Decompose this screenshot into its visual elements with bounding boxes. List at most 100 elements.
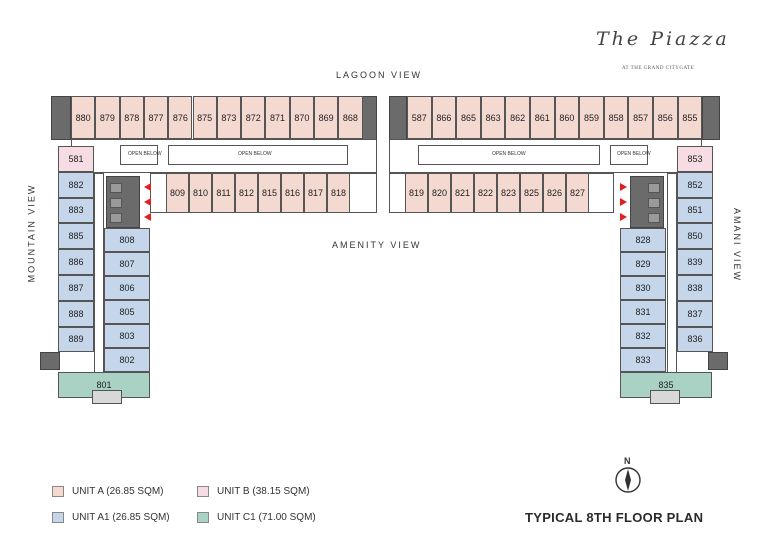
unit-818[interactable]: 818 bbox=[327, 173, 350, 213]
entry-arrow-icon bbox=[144, 213, 151, 221]
corridor bbox=[94, 173, 104, 373]
unit-830[interactable]: 830 bbox=[620, 276, 666, 300]
unit-802[interactable]: 802 bbox=[104, 348, 150, 372]
stair-core bbox=[40, 352, 60, 370]
unit-850[interactable]: 850 bbox=[677, 223, 713, 250]
elevator-car bbox=[110, 213, 122, 223]
unit-809[interactable]: 809 bbox=[166, 173, 189, 213]
unit-823[interactable]: 823 bbox=[497, 173, 520, 213]
unit-829[interactable]: 829 bbox=[620, 252, 666, 276]
unit-838[interactable]: 838 bbox=[677, 275, 713, 301]
unit-871[interactable]: 871 bbox=[265, 96, 290, 139]
unit-882[interactable]: 882 bbox=[58, 171, 94, 198]
unit-880[interactable]: 880 bbox=[71, 96, 96, 139]
unit-825[interactable]: 825 bbox=[520, 173, 543, 213]
unit-860[interactable]: 860 bbox=[554, 96, 580, 139]
unit-831[interactable]: 831 bbox=[620, 300, 666, 324]
unit-803[interactable]: 803 bbox=[104, 324, 150, 348]
stair-core bbox=[389, 96, 407, 140]
amenity-view-label: AMENITY VIEW bbox=[332, 240, 422, 250]
unit-879[interactable]: 879 bbox=[95, 96, 120, 139]
unit-807[interactable]: 807 bbox=[104, 252, 150, 276]
unit-839[interactable]: 839 bbox=[677, 249, 713, 275]
unit-885[interactable]: 885 bbox=[58, 223, 94, 250]
unit-873[interactable]: 873 bbox=[216, 96, 242, 139]
unit-886[interactable]: 886 bbox=[58, 249, 94, 275]
unit-875[interactable]: 875 bbox=[192, 96, 217, 139]
unit-855[interactable]: 855 bbox=[677, 96, 703, 139]
unit-820[interactable]: 820 bbox=[428, 173, 451, 213]
unit-821[interactable]: 821 bbox=[451, 173, 474, 213]
entry-arrow-icon bbox=[620, 213, 627, 221]
unit-837[interactable]: 837 bbox=[677, 300, 713, 327]
unit-887[interactable]: 887 bbox=[58, 275, 94, 301]
unit-865[interactable]: 865 bbox=[456, 96, 481, 139]
corridor bbox=[667, 173, 677, 373]
open-below-label: OPEN BELOW bbox=[492, 151, 526, 157]
unit-808[interactable]: 808 bbox=[104, 228, 150, 252]
open-below-panel bbox=[120, 145, 158, 165]
unit-852[interactable]: 852 bbox=[677, 171, 713, 198]
elevator-car bbox=[648, 213, 660, 223]
compass-n-label: N bbox=[624, 456, 631, 466]
unit-861[interactable]: 861 bbox=[530, 96, 555, 139]
legend-label-unit-b: UNIT B (38.15 SQM) bbox=[217, 486, 310, 497]
unit-817[interactable]: 817 bbox=[304, 173, 327, 213]
stair-landing bbox=[650, 390, 680, 404]
unit-815[interactable]: 815 bbox=[258, 173, 281, 213]
unit-877[interactable]: 877 bbox=[143, 96, 169, 139]
legend-label-unit-c1: UNIT C1 (71.00 SQM) bbox=[217, 512, 316, 523]
unit-806[interactable]: 806 bbox=[104, 276, 150, 300]
unit-862[interactable]: 862 bbox=[505, 96, 530, 139]
unit-883[interactable]: 883 bbox=[58, 197, 94, 224]
unit-872[interactable]: 872 bbox=[241, 96, 266, 139]
open-below-label: OPEN BELOW bbox=[128, 151, 162, 157]
unit-828[interactable]: 828 bbox=[620, 228, 666, 252]
unit-812[interactable]: 812 bbox=[235, 173, 258, 213]
unit-827[interactable]: 827 bbox=[566, 173, 589, 213]
unit-581[interactable]: 581 bbox=[58, 146, 94, 172]
unit-889[interactable]: 889 bbox=[58, 326, 94, 353]
unit-587[interactable]: 587 bbox=[407, 96, 432, 139]
unit-826[interactable]: 826 bbox=[543, 173, 566, 213]
open-below-panel bbox=[168, 145, 348, 165]
unit-853[interactable]: 853 bbox=[677, 146, 713, 172]
unit-833[interactable]: 833 bbox=[620, 348, 666, 372]
entry-arrow-icon bbox=[144, 183, 151, 191]
unit-805[interactable]: 805 bbox=[104, 300, 150, 324]
unit-811[interactable]: 811 bbox=[212, 173, 235, 213]
elevator-car bbox=[110, 198, 122, 208]
unit-863[interactable]: 863 bbox=[480, 96, 506, 139]
open-below-panel bbox=[418, 145, 600, 165]
unit-888[interactable]: 888 bbox=[58, 300, 94, 327]
unit-819[interactable]: 819 bbox=[405, 173, 428, 213]
unit-836[interactable]: 836 bbox=[677, 326, 713, 353]
unit-878[interactable]: 878 bbox=[119, 96, 144, 139]
elevator-car bbox=[648, 183, 660, 193]
unit-859[interactable]: 859 bbox=[579, 96, 604, 139]
stair-landing bbox=[92, 390, 122, 404]
elevator-car bbox=[648, 198, 660, 208]
unit-869[interactable]: 869 bbox=[314, 96, 339, 139]
unit-858[interactable]: 858 bbox=[603, 96, 629, 139]
unit-822[interactable]: 822 bbox=[474, 173, 497, 213]
stair-core bbox=[51, 96, 71, 140]
logo-script: The Piazza bbox=[596, 28, 730, 50]
unit-810[interactable]: 810 bbox=[189, 173, 212, 213]
unit-868[interactable]: 868 bbox=[338, 96, 363, 139]
unit-870[interactable]: 870 bbox=[289, 96, 314, 139]
unit-857[interactable]: 857 bbox=[628, 96, 653, 139]
unit-832[interactable]: 832 bbox=[620, 324, 666, 348]
entry-arrow-icon bbox=[144, 198, 151, 206]
stair-core bbox=[708, 352, 728, 370]
legend-swatch-unit-b bbox=[197, 486, 209, 497]
unit-816[interactable]: 816 bbox=[281, 173, 304, 213]
open-below-label: OPEN BELOW bbox=[617, 151, 651, 157]
unit-876[interactable]: 876 bbox=[168, 96, 193, 139]
unit-856[interactable]: 856 bbox=[653, 96, 678, 139]
unit-866[interactable]: 866 bbox=[431, 96, 457, 139]
stair-core bbox=[702, 96, 720, 140]
logo-tagline: AT THE GRAND CITYGATE bbox=[622, 66, 695, 71]
unit-851[interactable]: 851 bbox=[677, 197, 713, 224]
